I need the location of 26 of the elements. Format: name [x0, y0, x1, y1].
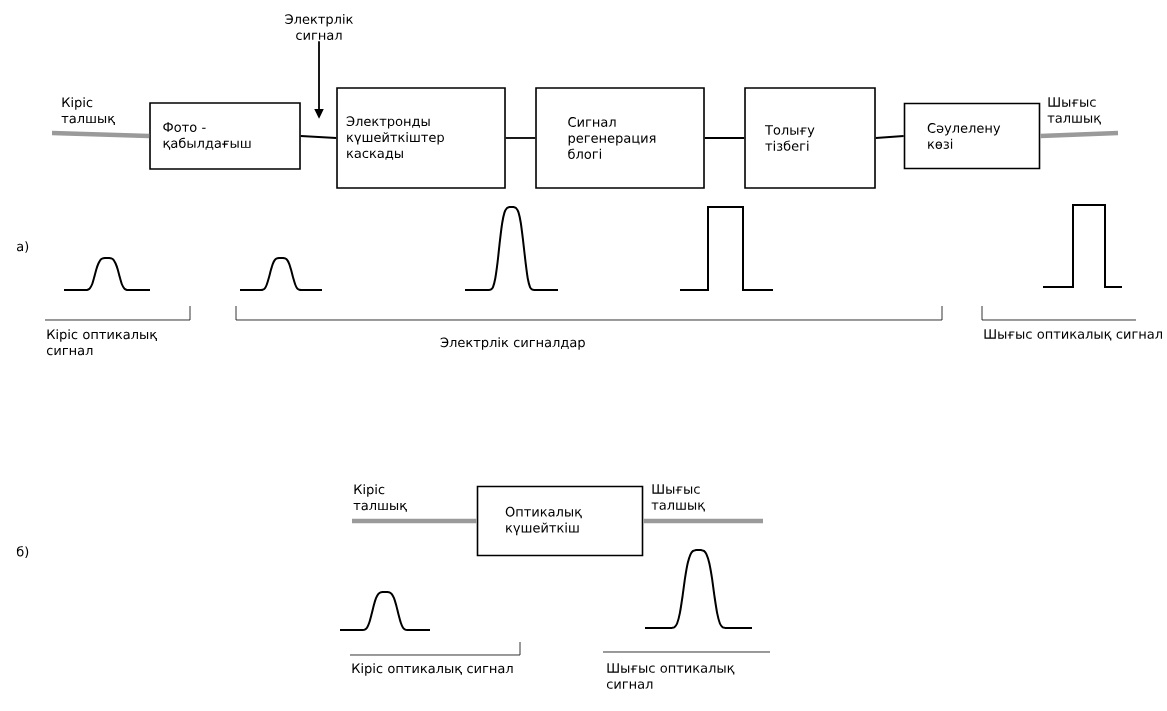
fiber-line — [352, 518, 477, 524]
edge-label: Кіріс талшық — [61, 97, 115, 125]
signal-label: Кіріс оптикалық сигнал — [352, 663, 513, 676]
connector-line — [703, 137, 746, 139]
process-box: Оптикалық күшейткіш — [476, 485, 644, 557]
connector-line — [874, 135, 905, 139]
signal-label: Электрлік сигнал — [285, 13, 353, 41]
edge-label: Шығыс талшық — [1047, 97, 1101, 125]
fiber-line — [1040, 130, 1119, 139]
fiber-line — [643, 518, 763, 524]
process-box: Фото - қабылдағыш — [149, 102, 301, 170]
signal-label: Шығыс оптикалық сигнал — [606, 663, 735, 689]
panel-label: а) — [17, 241, 29, 253]
fiber-line — [51, 130, 150, 139]
process-box: Сигнал регенерация блогі — [535, 87, 705, 189]
edge-label: Кіріс талшық — [353, 484, 407, 512]
edge-label: Шығыс талшық — [651, 484, 705, 512]
connector-line — [299, 135, 338, 139]
connector-line — [504, 137, 537, 139]
panel-label: б) — [16, 546, 29, 558]
signal-label: Электрлік сигналдар — [440, 337, 585, 350]
signal-label: Кіріс оптикалық сигнал — [46, 329, 157, 356]
process-box: Сәулелену көзі — [903, 102, 1041, 170]
process-box: Толығу тізбегі — [744, 87, 876, 189]
process-box: Электронды күшейткіштер каскады — [336, 87, 506, 189]
signal-label: Шығыс оптикалық сигнал — [984, 329, 1162, 341]
